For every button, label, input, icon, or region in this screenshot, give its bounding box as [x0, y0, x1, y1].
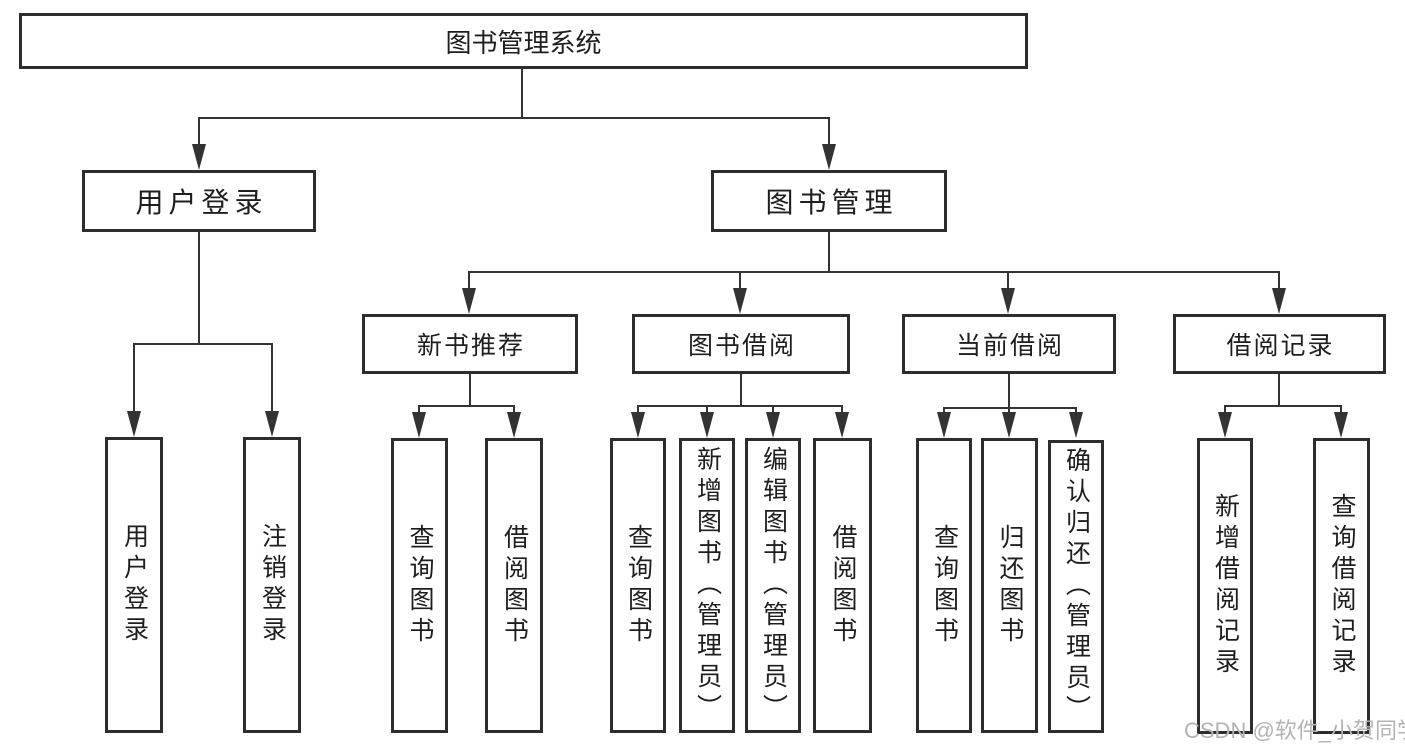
leaf-add-borrow-record: 新增借阅记录	[1197, 438, 1253, 734]
leaf-logout-label: 注销登录	[258, 523, 287, 647]
connector-line	[133, 343, 273, 345]
leaf-borrow-books-label: 借阅图书	[829, 523, 857, 648]
connector-line	[1340, 405, 1342, 413]
leaf-borrow-books-recommend: 借阅图书	[485, 438, 543, 733]
arrow-down-icon	[462, 288, 476, 314]
leaf-query-books-borrow-label: 查询图书	[624, 523, 653, 648]
leaf-add-borrow-record-label: 新增借阅记录	[1211, 493, 1240, 679]
leaf-query-books-recommend-label: 查询图书	[406, 523, 434, 648]
leaf-confirm-return-admin-label: 确认归还（管理员）	[1062, 447, 1091, 726]
leaf-borrow-books-recommend-label: 借阅图书	[500, 523, 529, 648]
arrow-down-icon	[265, 411, 279, 437]
node-root: 图书管理系统	[19, 13, 1028, 69]
arrow-down-icon	[507, 412, 521, 438]
node-borrow-records: 借阅记录	[1173, 314, 1386, 374]
leaf-user-login-label: 用户登录	[120, 523, 149, 647]
arrow-down-icon	[192, 144, 206, 170]
connector-line	[828, 117, 830, 145]
leaf-user-login: 用户登录	[105, 437, 163, 733]
leaf-edit-book-admin: 编辑图书（管理员）	[745, 438, 801, 733]
leaf-confirm-return-admin: 确认归还（管理员）	[1048, 440, 1104, 733]
node-book-management-label: 图书管理	[765, 187, 898, 218]
connector-line	[198, 117, 830, 119]
node-new-book-recommend-label: 新书推荐	[416, 332, 525, 360]
leaf-query-borrow-record-label: 查询借阅记录	[1328, 493, 1356, 679]
arrow-down-icon	[1069, 412, 1083, 438]
connector-line	[740, 374, 742, 406]
connector-line	[706, 405, 708, 413]
connector-line	[828, 232, 830, 272]
connector-line	[418, 405, 420, 413]
leaf-return-books: 归还图书	[981, 438, 1038, 733]
node-book-borrow-label: 图书借阅	[687, 332, 796, 360]
node-root-label: 图书管理系统	[445, 27, 602, 58]
arrow-down-icon	[937, 412, 951, 438]
connector-line	[513, 405, 515, 413]
connector-line	[739, 271, 741, 289]
arrow-down-icon	[733, 288, 747, 314]
node-user-login: 用户登录	[82, 170, 316, 232]
leaf-query-books-recommend: 查询图书	[391, 438, 448, 733]
arrow-down-icon	[1218, 412, 1232, 438]
connector-line	[1278, 374, 1280, 406]
arrow-down-icon	[1334, 412, 1348, 438]
arrow-down-icon	[835, 412, 849, 438]
connector-line	[772, 405, 774, 413]
connector-line	[198, 232, 200, 344]
node-user-login-label: 用户登录	[135, 187, 268, 218]
arrow-down-icon	[822, 144, 836, 170]
node-borrow-records-label: 借阅记录	[1226, 332, 1335, 360]
connector-line	[418, 405, 515, 407]
connector-line	[943, 407, 1077, 409]
leaf-query-books-borrow: 查询图书	[610, 438, 666, 733]
connector-line	[1007, 271, 1009, 289]
leaf-add-book-admin-label: 新增图书（管理员）	[693, 446, 722, 725]
leaf-edit-book-admin-label: 编辑图书（管理员）	[759, 446, 788, 725]
node-current-borrow: 当前借阅	[902, 314, 1116, 374]
connector-line	[1008, 374, 1010, 408]
leaf-query-borrow-record: 查询借阅记录	[1313, 438, 1370, 734]
connector-line	[1075, 407, 1077, 413]
leaf-query-books-current-label: 查询图书	[930, 523, 959, 648]
node-book-borrow: 图书借阅	[632, 314, 850, 374]
arrow-down-icon	[1001, 288, 1015, 314]
arrow-down-icon	[127, 411, 141, 437]
connector-line	[198, 117, 200, 145]
arrow-down-icon	[631, 412, 645, 438]
connector-line	[469, 374, 471, 406]
connector-line	[468, 271, 470, 289]
connector-line	[637, 405, 639, 413]
leaf-logout: 注销登录	[243, 437, 301, 733]
leaf-borrow-books: 借阅图书	[813, 438, 872, 733]
connector-line	[133, 343, 135, 413]
node-current-borrow-label: 当前借阅	[955, 332, 1064, 360]
node-book-management: 图书管理	[711, 170, 947, 232]
connector-line	[468, 271, 1280, 273]
arrow-down-icon	[700, 412, 714, 438]
connector-line	[1008, 407, 1010, 413]
arrow-down-icon	[412, 412, 426, 438]
leaf-query-books-current: 查询图书	[916, 438, 972, 733]
node-new-book-recommend: 新书推荐	[362, 314, 578, 374]
watermark: CSDN @软件_小贺同学	[1184, 718, 1405, 743]
connector-line	[1224, 405, 1226, 413]
connector-line	[1278, 271, 1280, 289]
connector-line	[271, 343, 273, 413]
connector-line	[943, 407, 945, 413]
arrow-down-icon	[1002, 412, 1016, 438]
leaf-add-book-admin: 新增图书（管理员）	[679, 438, 735, 733]
leaf-return-books-label: 归还图书	[996, 523, 1024, 648]
arrow-down-icon	[1272, 288, 1286, 314]
connector-line	[841, 405, 843, 413]
arrow-down-icon	[766, 412, 780, 438]
connector-line	[1224, 405, 1342, 407]
connector-line	[637, 405, 843, 407]
connector-line	[521, 69, 523, 117]
